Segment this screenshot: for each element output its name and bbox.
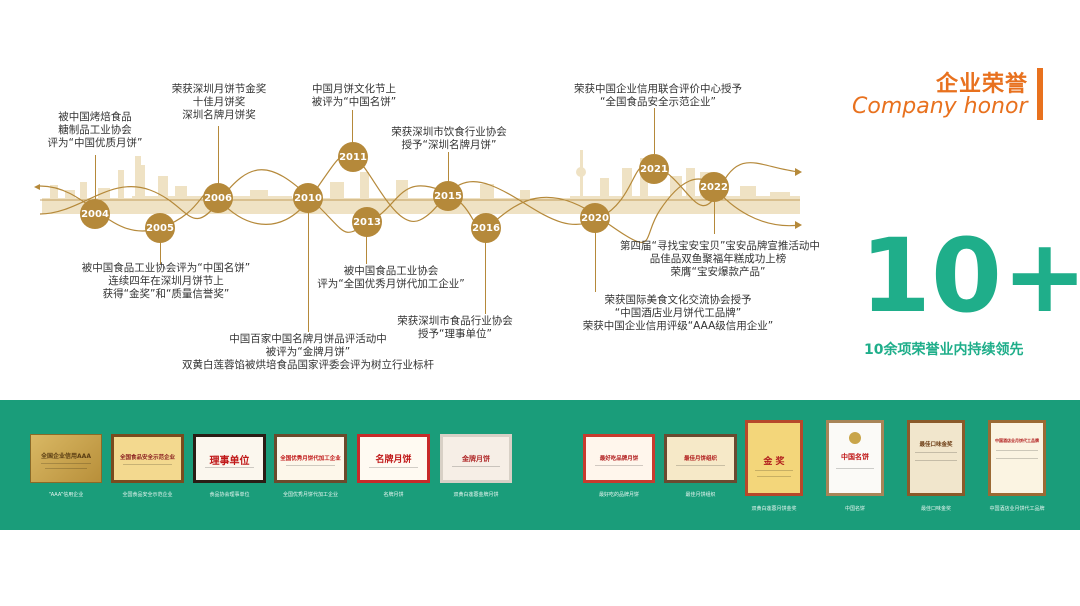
certificate-council-member: 理事单位 <box>193 434 266 483</box>
connector-2021 <box>654 108 655 154</box>
year-marker-2015: 2015 <box>433 181 463 211</box>
annotation-2004: 被中国烤焙食品 糖制品工业协会 评为“中国优质月饼” <box>47 111 143 149</box>
certificate-china-famous-cake: 中国名饼 <box>826 420 884 496</box>
caption-food-safety: 全国食品安全示范企业 <box>122 492 173 498</box>
annotation-2022: 第四届“寻找宝安宝贝”宝安品牌宣推活动中 品佳品双鱼聚福年糕成功上榜 荣膺“宝安… <box>620 240 820 278</box>
year-marker-2016: 2016 <box>471 213 501 243</box>
connector-2022 <box>714 200 715 234</box>
annotation-2011: 中国月饼文化节上 被评为“中国名饼” <box>311 83 397 108</box>
certificate-gold-award: 金 奖 <box>745 420 803 496</box>
annotation-2020: 荣获国际美食文化交流协会授予 “中国酒店业月饼代工品牌” 荣获中国企业信用评级“… <box>582 294 774 332</box>
connector-2011 <box>352 110 353 144</box>
connector-2015 <box>448 152 449 182</box>
annotation-2005: 被中国食品工业协会评为“中国名饼” 连续四年在深圳月饼节上 获得“金奖”和“质量… <box>81 262 251 300</box>
connector-2005 <box>160 242 161 264</box>
year-marker-2010: 2010 <box>293 183 323 213</box>
caption-best-organization: 最佳月饼组织 <box>685 492 716 498</box>
annotation-2013: 被中国食品工业协会 评为“全国优秀月饼代加工企业” <box>317 265 465 290</box>
caption-famous-brand: 名牌月饼 <box>383 492 404 498</box>
year-marker-2005: 2005 <box>145 213 175 243</box>
caption-hotel-oem-brand: 中国酒店业月饼代工品牌 <box>989 506 1045 512</box>
caption-aaa-credit: “AAA”信用企业 <box>48 492 84 498</box>
title-accent-bar <box>1037 68 1043 120</box>
certificate-hotel-oem-brand: 中国酒店业月饼代工品牌 <box>988 420 1046 496</box>
year-marker-2006: 2006 <box>203 183 233 213</box>
caption-china-famous-cake: 中国名饼 <box>844 506 865 512</box>
annotation-2015: 荣获深圳市饮食行业协会 授予“深圳名牌月饼” <box>391 126 507 151</box>
certificate-aaa-credit: 全国企业信用AAA <box>30 434 102 483</box>
year-marker-2013: 2013 <box>352 207 382 237</box>
caption-gold-award: 双黄白莲蓉月饼金奖 <box>751 506 797 512</box>
certificate-gold-mooncake: 金牌月饼 <box>440 434 512 483</box>
connector-2006 <box>218 126 219 186</box>
certificate-best-brand: 最好吃品牌月饼 <box>583 434 655 483</box>
year-marker-2011: 2011 <box>338 142 368 172</box>
timeline-graphic <box>34 150 802 243</box>
connector-2013 <box>366 236 367 264</box>
annotation-2006: 荣获深圳月饼节金奖 十佳月饼奖 深圳名牌月饼奖 <box>171 83 267 121</box>
caption-best-brand: 最好吃的品牌月饼 <box>598 492 639 498</box>
annotation-2021: 荣获中国企业信用联合评价中心授予 “全国食品安全示范企业” <box>574 83 742 108</box>
certificate-famous-brand: 名牌月饼 <box>357 434 430 483</box>
year-marker-2020: 2020 <box>580 203 610 233</box>
certificate-outstanding-oem: 全国优秀月饼代加工企业 <box>274 434 347 483</box>
annotation-2016: 荣获深圳市食品行业协会 授予“理事单位” <box>397 315 513 340</box>
certificate-best-taste: 最佳口味金奖 <box>907 420 965 496</box>
section-title-en: Company honor <box>852 94 1028 119</box>
section-title-cn: 企业荣誉 <box>936 72 1029 97</box>
caption-gold-mooncake: 双黄白莲蓉金牌月饼 <box>453 492 499 498</box>
stat-caption: 10余项荣誉业内持续领先 <box>864 342 1024 358</box>
stat-big-number: 10+ <box>860 217 1080 336</box>
certificate-food-safety: 全国食品安全示范企业 <box>111 434 184 483</box>
caption-best-taste: 最佳口味金奖 <box>920 506 951 512</box>
certificate-best-organization: 最佳月饼组织 <box>664 434 737 483</box>
connector-2004 <box>95 155 96 201</box>
annotation-2010: 中国百家中国名牌月饼品评活动中 被评为“金牌月饼” 双黄白莲蓉馅被烘培食品国家评… <box>182 333 434 371</box>
caption-council-member: 食品协会理事单位 <box>209 492 250 498</box>
caption-outstanding-oem: 全国优秀月饼代加工企业 <box>282 492 338 498</box>
year-marker-2021: 2021 <box>639 154 669 184</box>
year-marker-2022: 2022 <box>699 172 729 202</box>
connector-2020 <box>595 232 596 292</box>
connector-2010 <box>308 212 309 332</box>
connector-2016 <box>485 242 486 314</box>
year-marker-2004: 2004 <box>80 199 110 229</box>
